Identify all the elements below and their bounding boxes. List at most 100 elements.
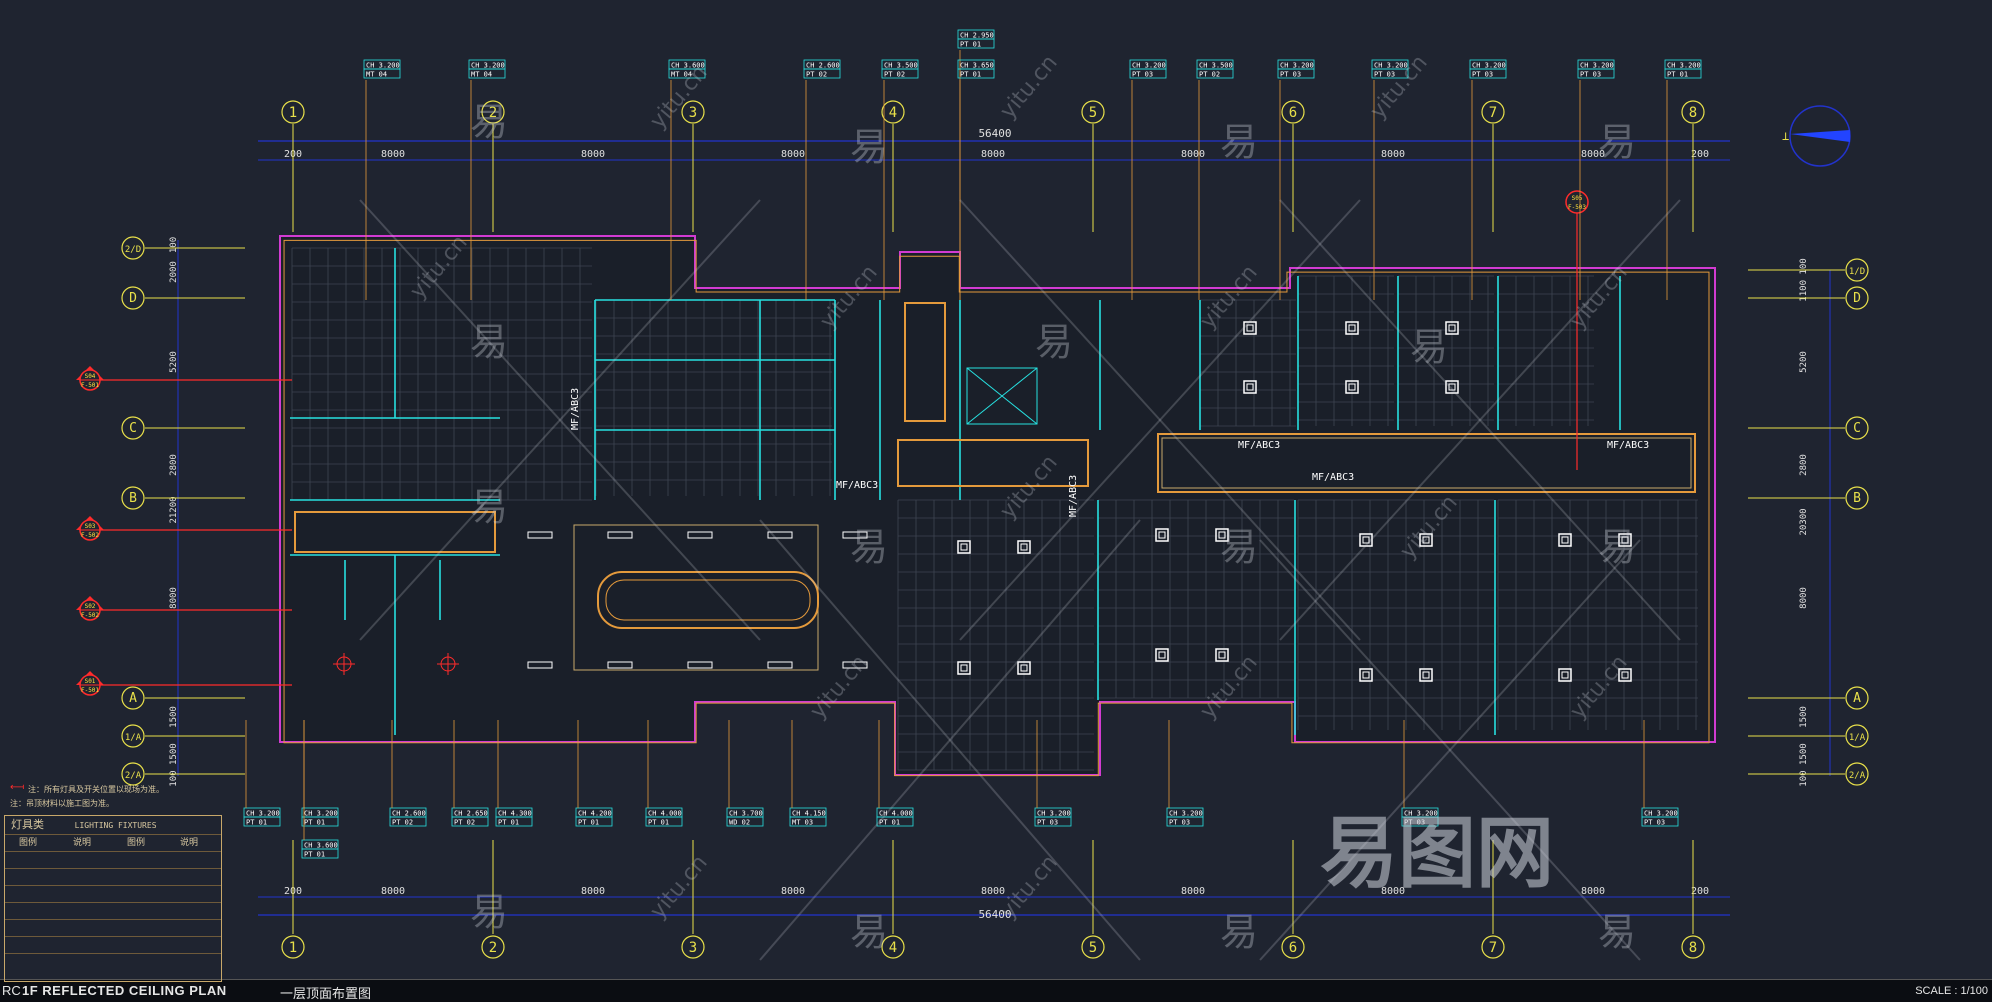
left-dimension: 2800 [169,454,179,476]
ceiling-tag-top-box2 [363,68,401,79]
watermark-glyph: 易 [1220,120,1258,164]
watermark-stroke [359,199,761,641]
ceiling-light-fixture [1243,321,1257,335]
ceiling-tag-top-height: CH 3.200 [1472,62,1506,70]
ceiling-light-fixture [1215,528,1229,542]
bottom-span-dimension: 8000 [381,886,405,897]
ceiling-tag-bottom-box2 [243,816,281,827]
column-label-bottom: 4 [889,940,897,956]
watermark-url: yitu.cn [995,51,1062,124]
ceiling-tag-top-material: PT 03 [1580,71,1601,79]
ceiling-light-fixture [1345,321,1359,335]
drawing-prefix: RC [2,983,21,998]
linear-light-fixture [607,661,633,669]
ceiling-light-fixture-inner [1348,324,1356,332]
ceiling-tag-top-box2 [468,68,506,79]
ceiling-tag-bottom-height: CH 4.200 [578,810,612,818]
corridor-ceiling-inner [1161,437,1692,489]
left-dimension: 100 [169,237,179,253]
column-label-bottom: 2 [489,940,497,956]
section-marker-sheet: F-501 [81,687,99,694]
bottom-span-dimension: 8000 [981,886,1005,897]
watermark-stroke [1279,199,1681,641]
ceiling-tag-bottom-box2 [1641,816,1679,827]
ceiling-tag-bottom-height: CH 3.600 [304,842,338,850]
tile-area-office-mid [595,299,832,496]
tile-area-office-left [291,247,592,501]
legend-title-en: LIGHTING FIXTURES [74,821,157,830]
ceiling-light-fixture [1558,668,1572,682]
right-dimension: 1100 100 [1799,258,1809,301]
ceiling-tag-top-box2 [1371,68,1409,79]
watermark-brand: 易图网 [1320,809,1554,899]
watermark-glyph: 易 [1598,910,1636,954]
ceiling-light-fixture-inner [1158,531,1166,539]
ceiling-light-fixture [1155,648,1169,662]
ceiling-light-fixture-inner [1561,536,1569,544]
ceiling-tag-top-box2 [1577,68,1615,79]
column-label-bottom: 6 [1289,940,1297,956]
bottom-span-dimension: 200 [1691,886,1709,897]
watermark-stroke [959,199,1361,641]
left-dimension: 100 1500 [169,743,179,786]
ceiling-light-fixture [1215,648,1229,662]
ceiling-tag-top-material: PT 02 [1199,71,1220,79]
column-label-bottom: 8 [1689,940,1697,956]
ceiling-tag-bottom-material: PT 03 [1404,819,1425,827]
linear-light-fixture [687,661,713,669]
row-bubble-right [1845,762,1869,786]
room-ceiling-label: MF/ABC3 [570,388,581,430]
column-bubble-top [1481,100,1505,124]
ceiling-tag-bottom-material: PT 02 [392,819,413,827]
stair-ceiling-box [904,302,946,422]
elevator-cross [966,367,1038,425]
watermark-glyph: 易 [470,100,508,144]
row-label-left: C [129,421,137,436]
ceiling-light-fixture-inner [1561,671,1569,679]
row-label-left: 1/A [125,733,142,743]
watermark-glyph: 易 [1598,525,1636,569]
bottom-span-dimension: 8000 [1381,886,1405,897]
drawing-title-cn: 一层顶面布置图 [280,986,372,1001]
ceiling-light-fixture [1243,380,1257,394]
row-label-right: A [1853,691,1861,706]
ceiling-tag-bottom-box2 [389,816,427,827]
row-label-right: 1/A [1849,733,1866,743]
bottom-span-dimension: 8000 [581,886,605,897]
drawing-note: 注：所有灯具及开关位置以现场为准。 [28,784,164,794]
column-label-top: 1 [289,105,297,121]
row-label-left: B [129,491,137,506]
ceiling-tag-bottom-material: PT 03 [1644,819,1665,827]
ceiling-light-fixture-inner [1348,383,1356,391]
watermark-glyph: 易 [1220,910,1258,954]
ceiling-tag-bottom-height: CH 3.200 [304,810,338,818]
column-bubble-bottom [881,935,905,959]
tile-area-room-8a [1497,275,1594,426]
column-bubble-bottom [1081,935,1105,959]
ceiling-tag-bottom-box2 [301,848,339,859]
top-span-dimension: 8000 [1581,149,1605,160]
row-label-left: 2/A [125,771,142,781]
ceiling-tag-top-material: PT 03 [1472,71,1493,79]
ceiling-light-fixture-inner [1020,543,1028,551]
row-bubble-left [121,416,145,440]
right-dimension: 1500 [1799,706,1809,728]
column-label-bottom: 5 [1089,940,1097,956]
ceiling-tag-top-height: CH 2.950 [960,32,994,40]
room-ceiling-label: MF/ABC3 [1068,475,1079,517]
tile-area-hall-5 [897,499,1094,771]
oval-feature-ceiling [597,571,819,629]
ceiling-tag-top-height: CH 3.650 [960,62,994,70]
section-marker-sheet: F-501 [81,382,99,389]
ceiling-tag-top-material: PT 02 [806,71,827,79]
ceiling-tag-bottom-material: PT 02 [454,819,475,827]
section-marker-sheet: F-502 [81,532,99,539]
ceiling-light-fixture [1445,380,1459,394]
column-bubble-bottom [681,935,705,959]
ceiling-light-fixture-inner [1621,671,1629,679]
ceiling-light-fixture [1558,533,1572,547]
section-marker-number: S05 [1572,195,1583,202]
ceiling-tag-bottom-height: CH 4.300 [498,810,532,818]
room-ceiling-label: MF/ABC3 [1312,472,1354,483]
column-bubble-bottom [1681,935,1705,959]
